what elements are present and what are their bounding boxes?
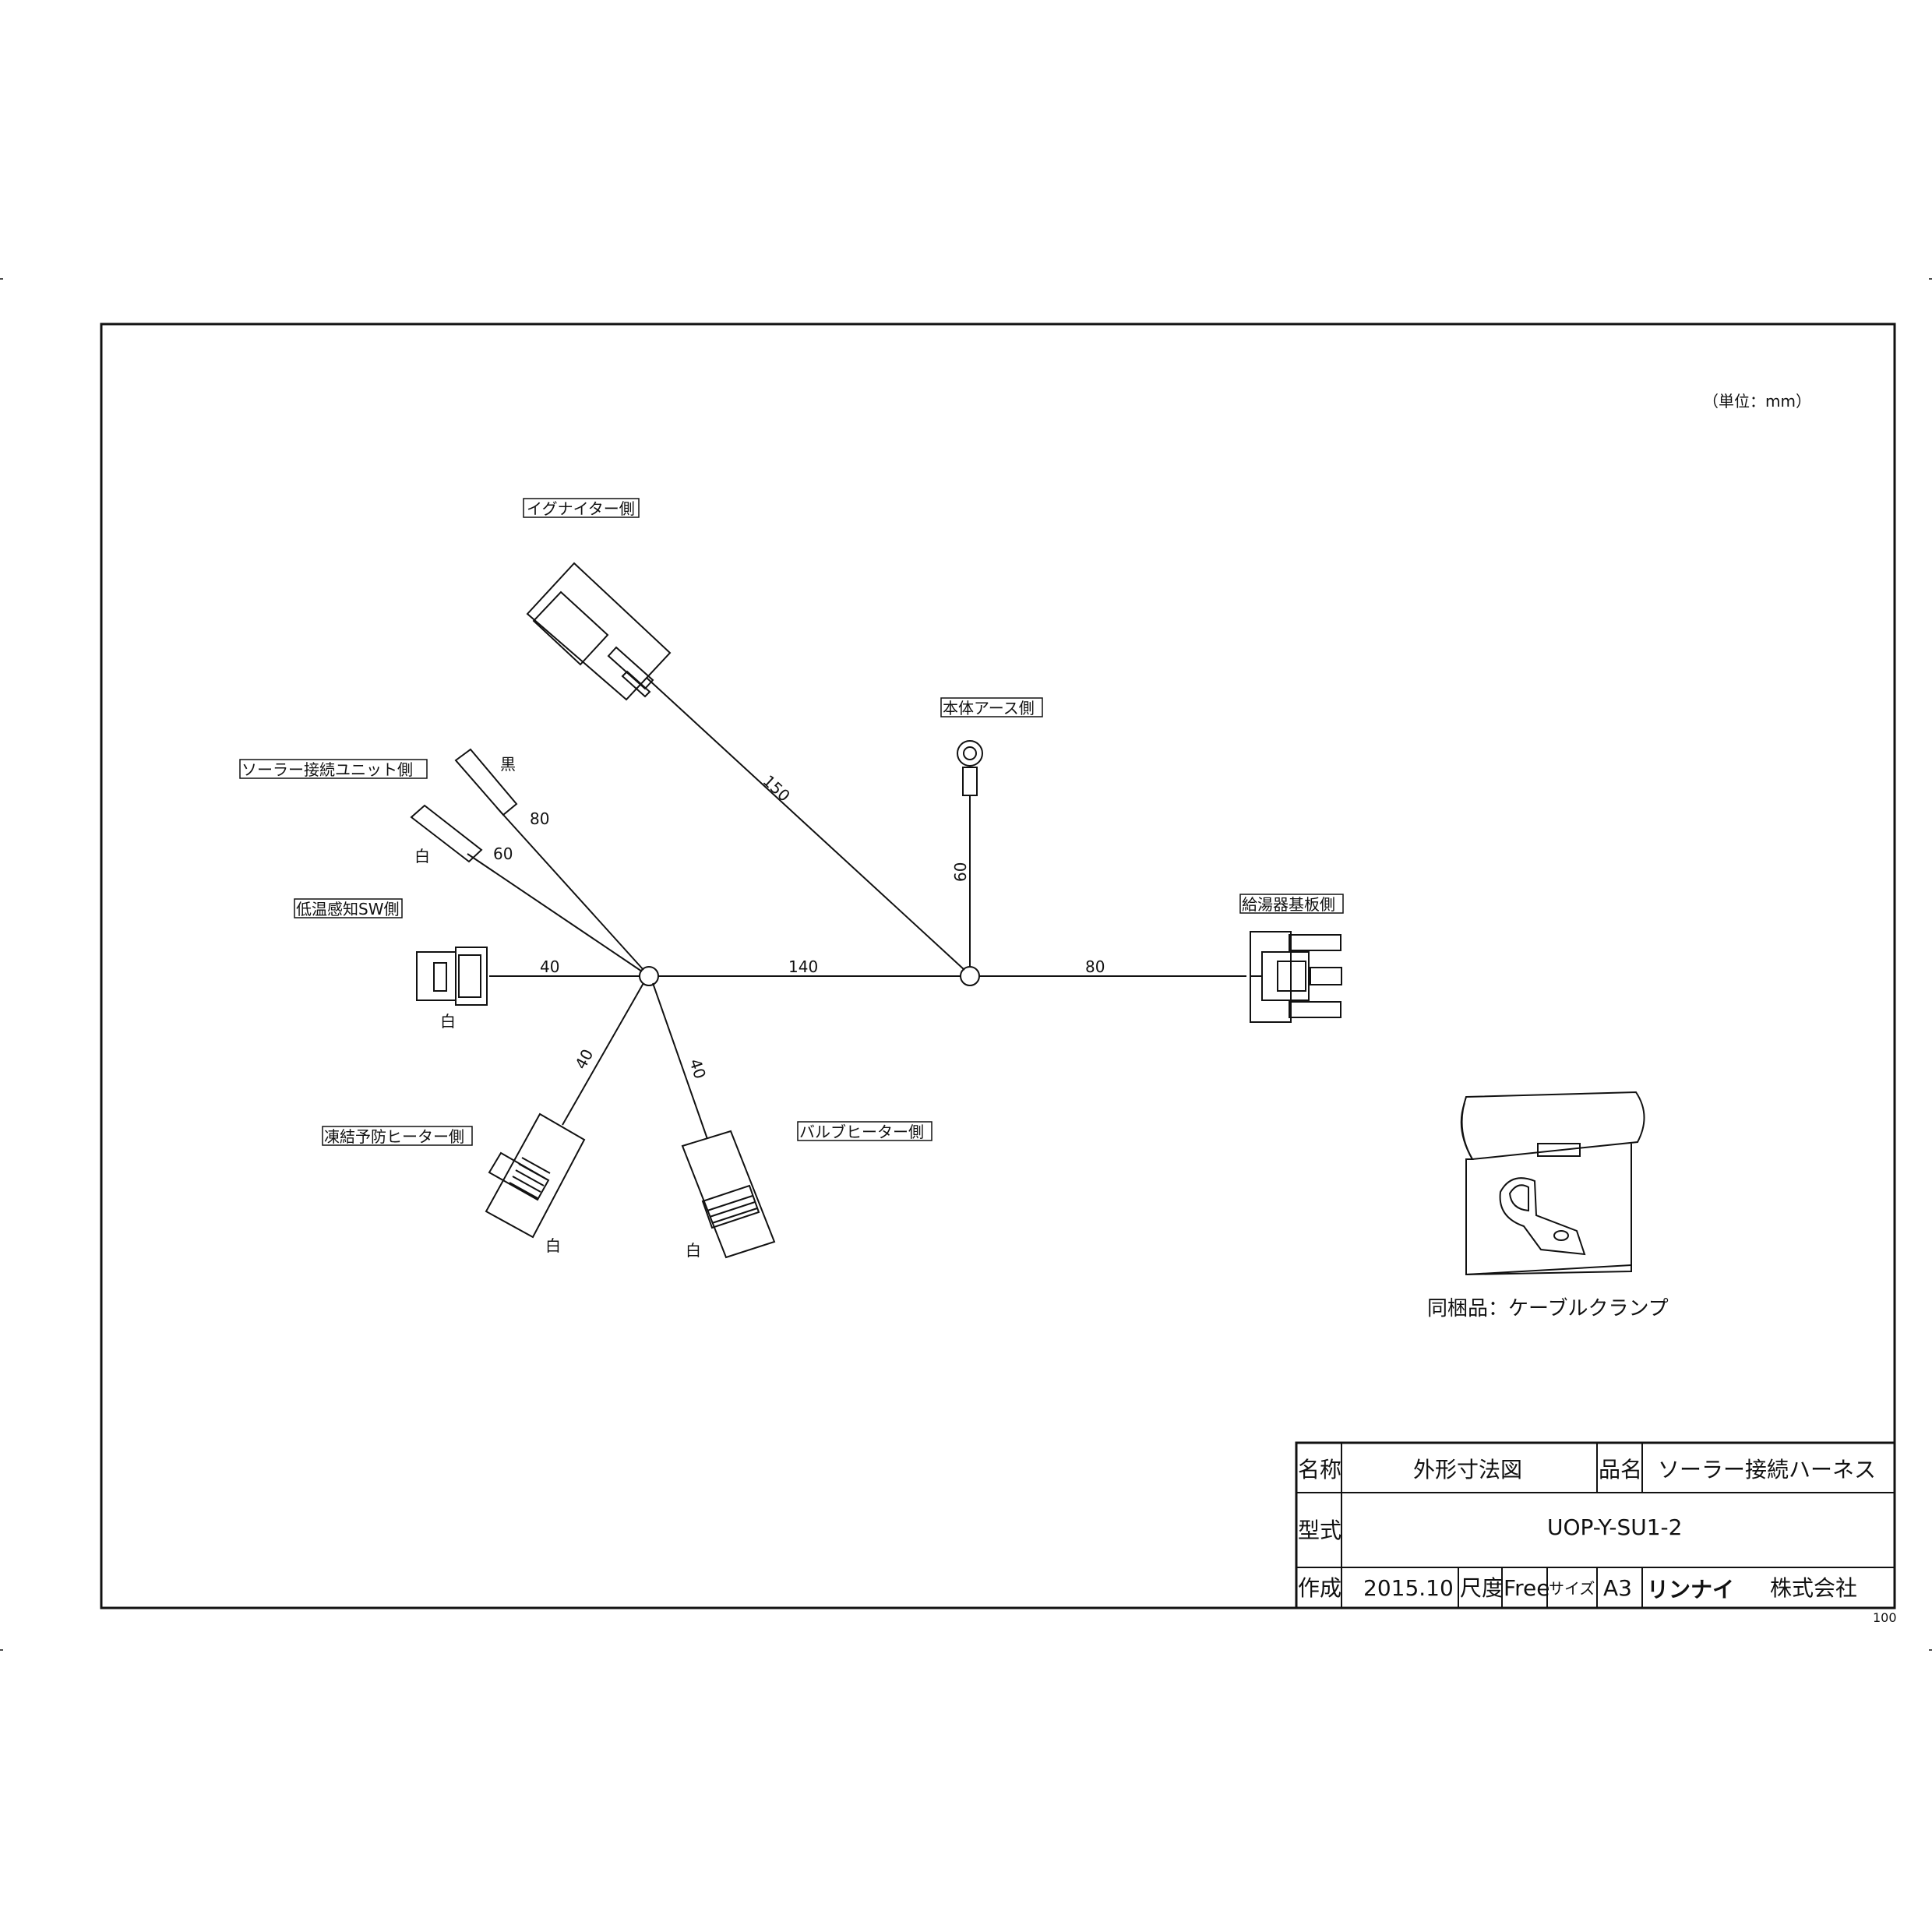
company-suffix: 株式会社 — [1770, 1575, 1857, 1601]
valve-heater-connector — [681, 1130, 776, 1259]
color-black: 黒 — [500, 755, 516, 774]
tb-product-value: ソーラー接続ハーネス — [1658, 1457, 1876, 1482]
tb-model-value: UOP-Y-SU1-2 — [1547, 1514, 1682, 1540]
registration-marks — [0, 278, 1932, 1651]
company-logo: リンナイ — [1647, 1577, 1734, 1602]
color-white-freeze: 白 — [545, 1236, 561, 1255]
tb-product-label: 品名 — [1599, 1457, 1642, 1482]
label-body-earth: 本体アース側 — [943, 699, 1035, 717]
freeze-heater-connector — [485, 1112, 586, 1239]
heater-board-connector — [1250, 931, 1342, 1023]
dim-left-40: 40 — [540, 957, 559, 976]
dim-solar-80: 80 — [530, 809, 549, 828]
label-low-temp-sw: 低温感知SW側 — [296, 900, 399, 918]
solar-white-connector — [410, 804, 483, 863]
tb-scale-label: 尺度 — [1460, 1575, 1504, 1601]
cable-clamp-illustration — [1460, 1091, 1645, 1276]
dim-center-140: 140 — [788, 957, 818, 976]
dim-right-80: 80 — [1085, 957, 1105, 976]
igniter-connector — [526, 562, 672, 701]
unit-note: （単位：mm） — [1703, 392, 1811, 411]
low-temp-sw-connector — [416, 947, 488, 1006]
sheet-number: 100 — [1873, 1610, 1897, 1625]
color-white-solar: 白 — [414, 847, 430, 866]
drawing-frame — [100, 323, 1896, 1609]
tb-model-label: 型式 — [1298, 1518, 1341, 1543]
wires — [467, 677, 1246, 1140]
color-white-sw: 白 — [440, 1012, 456, 1031]
color-white-valve: 白 — [686, 1241, 701, 1260]
tb-size-label: サイズ — [1549, 1579, 1595, 1598]
tb-created-value: 2015.10 — [1363, 1575, 1454, 1601]
label-freeze-heater: 凍結予防ヒーター側 — [324, 1127, 464, 1146]
junction-b — [960, 966, 980, 986]
dim-igniter-150: 150 — [760, 771, 794, 806]
dim-valve-40: 40 — [686, 1056, 710, 1081]
junction-a — [639, 966, 659, 986]
solar-black-connector — [454, 748, 518, 816]
title-block — [1295, 1441, 1896, 1609]
tb-created-label: 作成 — [1298, 1575, 1341, 1601]
dim-freeze-40: 40 — [571, 1046, 597, 1073]
accessory-caption: 同梱品：ケーブルクランプ — [1427, 1297, 1669, 1320]
tb-name-value: 外形寸法図 — [1413, 1457, 1522, 1482]
dim-earth-60: 60 — [951, 862, 970, 882]
earth-terminal — [957, 740, 983, 796]
tb-name-label: 名称 — [1298, 1457, 1341, 1482]
label-valve-heater: バルブヒーター側 — [799, 1123, 924, 1141]
label-heater-board: 給湯器基板側 — [1242, 895, 1335, 914]
label-solar-unit: ソーラー接続ユニット側 — [242, 760, 413, 779]
label-igniter: イグナイター側 — [527, 499, 635, 518]
tb-size-value: A3 — [1603, 1575, 1632, 1601]
tb-scale-value: Free — [1504, 1575, 1549, 1601]
dim-solar-60: 60 — [493, 844, 513, 863]
